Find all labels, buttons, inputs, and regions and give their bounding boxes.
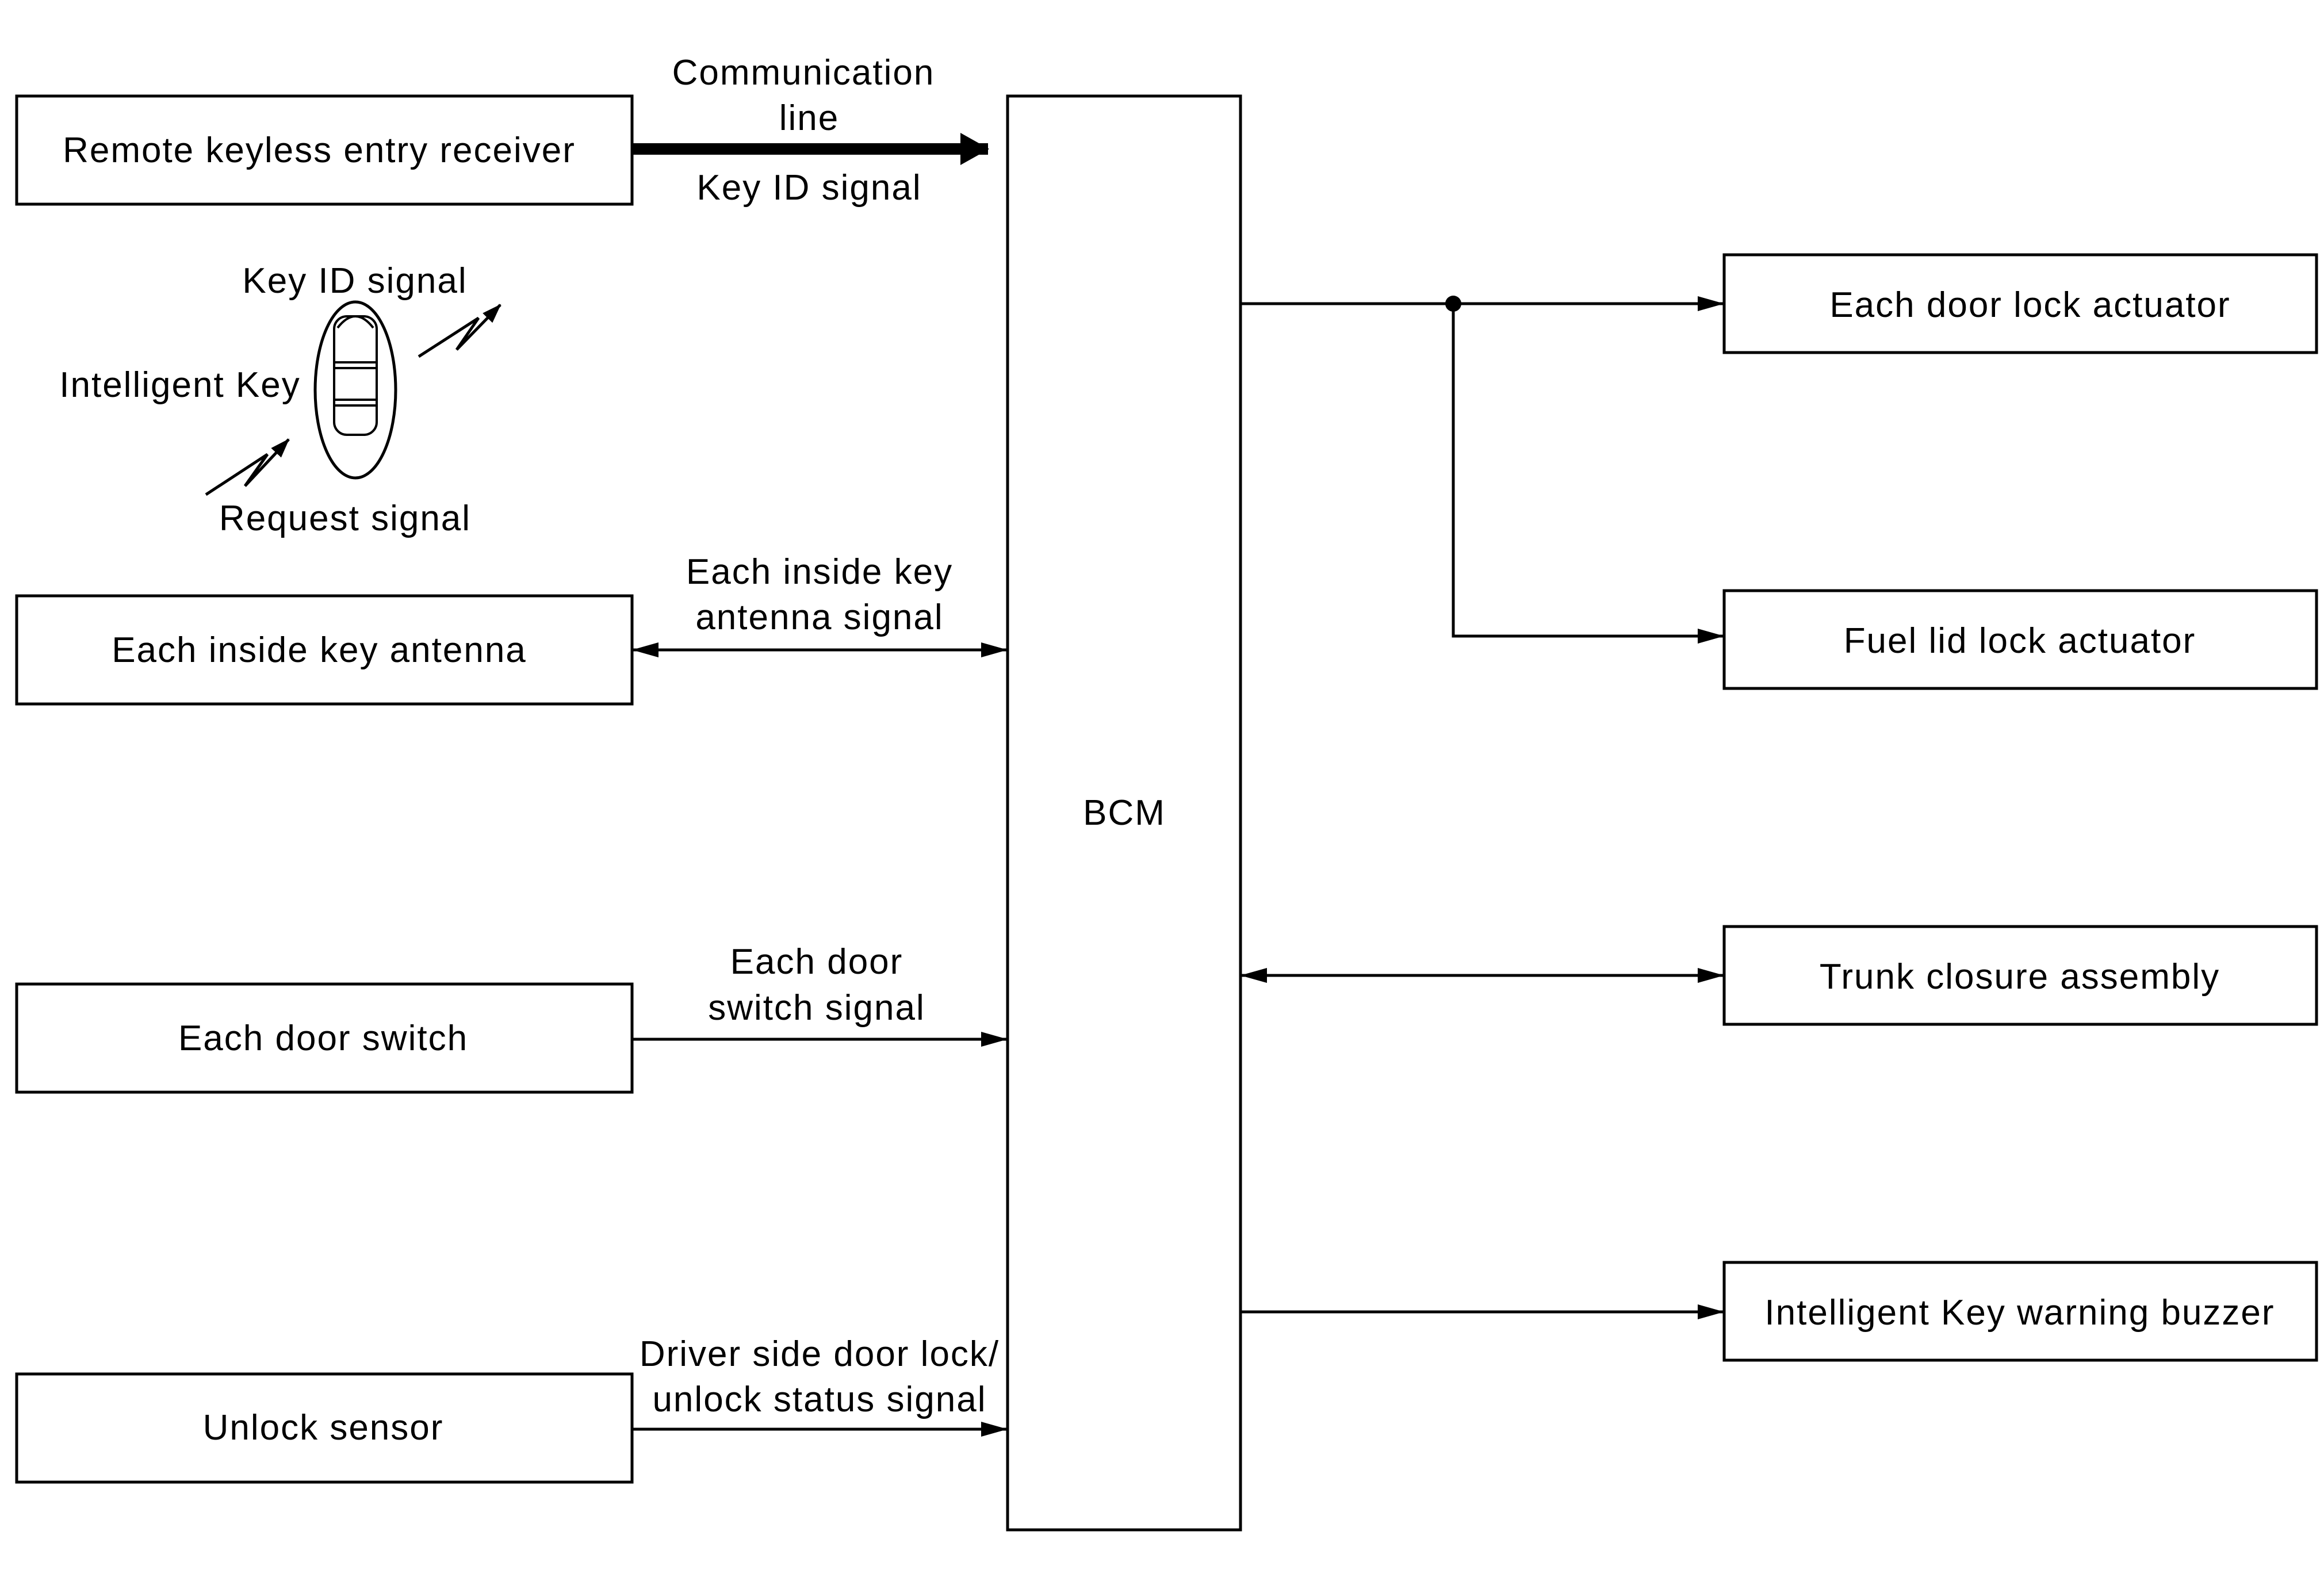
fuel-lid-lock-actuator-label: Fuel lid lock actuator — [1844, 621, 2196, 661]
intelligent-key-warning-buzzer-block: Intelligent Key warning buzzer — [1722, 1261, 2318, 1362]
door-switch-signal-label-1: Each door — [730, 942, 903, 982]
intelligent-key-fob-icon — [313, 300, 397, 480]
remote-keyless-entry-receiver-label: Remote keyless entry receiver — [63, 131, 576, 170]
each-door-switch-label: Each door switch — [178, 1019, 468, 1058]
fuel-lid-actuator-connection — [1452, 304, 1724, 644]
each-door-lock-actuator-block: Each door lock actuator — [1722, 253, 2318, 354]
intelligent-key-warning-buzzer-label: Intelligent Key warning buzzer — [1764, 1293, 2275, 1333]
each-inside-key-antenna-block: Each inside key antenna — [15, 594, 634, 706]
intelligent-key-label: Intelligent Key — [59, 365, 300, 405]
bcm-block: BCM — [1006, 94, 1242, 1532]
bcm-label: BCM — [1083, 793, 1166, 833]
each-inside-key-antenna-label: Each inside key antenna — [112, 630, 527, 670]
unlock-sensor-label: Unlock sensor — [203, 1408, 444, 1448]
trunk-closure-assembly-block: Trunk closure assembly — [1722, 925, 2318, 1026]
inside-key-antenna-signal-connection: Each inside key antenna signal — [632, 552, 1008, 657]
radio-wave-lightning-icon — [205, 438, 290, 496]
inside-antenna-signal-label-2: antenna signal — [695, 598, 943, 637]
request-signal-label: Request signal — [219, 499, 471, 538]
trunk-closure-assembly-label: Trunk closure assembly — [1820, 957, 2220, 997]
fuel-lid-lock-actuator-block: Fuel lid lock actuator — [1722, 589, 2318, 690]
door-lock-actuator-connection — [1241, 296, 1724, 312]
communication-line-label-1: Communication — [672, 53, 935, 93]
communication-line-connection: Communication line Key ID signal — [632, 53, 989, 208]
radio-wave-lightning-icon — [418, 304, 501, 358]
intelligent-key-group: Key ID signal Intelligent Key Request si… — [59, 261, 501, 538]
communication-line-label-2: line — [779, 98, 840, 138]
door-switch-signal-connection: Each door switch signal — [632, 942, 1008, 1047]
door-switch-signal-label-2: switch signal — [708, 988, 925, 1028]
each-door-switch-block: Each door switch — [15, 982, 634, 1094]
inside-antenna-signal-label-1: Each inside key — [686, 552, 953, 592]
key-id-signal-receiver-label: Key ID signal — [696, 168, 921, 208]
unlock-status-signal-label-1: Driver side door lock/ — [640, 1334, 1000, 1374]
unlock-sensor-block: Unlock sensor — [15, 1372, 634, 1484]
remote-keyless-entry-receiver-block: Remote keyless entry receiver — [15, 94, 634, 206]
key-id-signal-label: Key ID signal — [242, 261, 467, 301]
unlock-status-signal-connection: Driver side door lock/ unlock status sig… — [632, 1334, 1008, 1437]
unlock-status-signal-label-2: unlock status signal — [652, 1380, 986, 1419]
each-door-lock-actuator-label: Each door lock actuator — [1829, 285, 2230, 325]
